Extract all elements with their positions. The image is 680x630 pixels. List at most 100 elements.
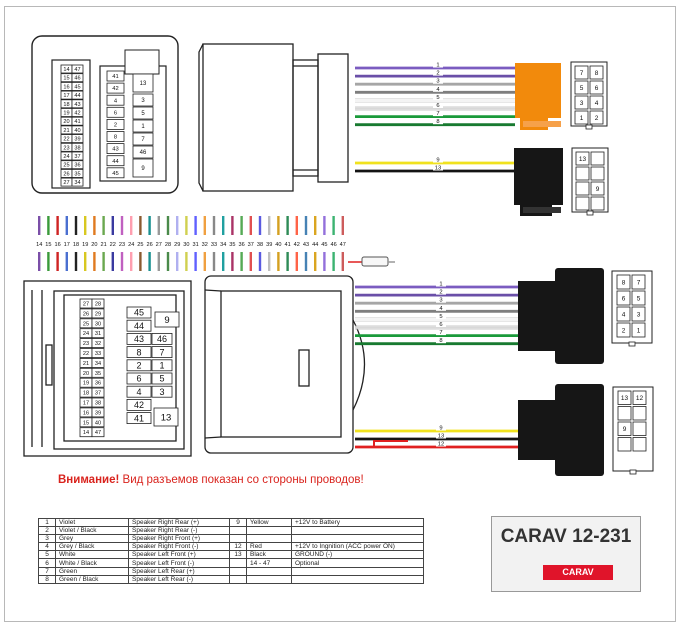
pin-number: 4 — [595, 100, 599, 107]
wire-label-bg — [433, 110, 443, 117]
wire-strip — [295, 216, 298, 235]
wire-label-bg — [436, 281, 446, 287]
red-wire-stub — [373, 440, 408, 447]
pin-number: 3 — [141, 98, 145, 104]
wire-label-bg — [433, 62, 443, 68]
pin-number: 24 — [63, 154, 69, 160]
wire-number: 4 — [436, 87, 440, 93]
pin-number: 7 — [580, 70, 584, 77]
pin-cell — [71, 125, 84, 135]
table-cell: Grey / Black — [55, 542, 129, 552]
wire-number: 22 — [110, 242, 116, 248]
table-cell — [246, 566, 292, 576]
wire-strip — [47, 252, 50, 271]
pin-cell — [575, 166, 590, 181]
wire-strip — [84, 252, 87, 271]
pin-cell — [154, 311, 180, 328]
table-cell: Speaker Right Rear (+) — [128, 517, 230, 528]
pin-number: 8 — [595, 70, 599, 77]
wire-strip — [194, 252, 197, 271]
pin-number: 42 — [74, 111, 80, 117]
wire-number: 3 — [436, 79, 439, 85]
table-cell: Speaker Right Front (-) — [128, 542, 230, 552]
black-power-connector-top — [514, 148, 563, 216]
pin-cell — [151, 372, 173, 385]
pin-number: 4 — [136, 387, 141, 397]
pin-cell — [106, 143, 125, 155]
pin-number: 40 — [95, 420, 101, 426]
wire-strip — [323, 252, 326, 271]
pin-number: 25 — [63, 163, 69, 169]
pin-number: 42 — [134, 400, 144, 410]
pin-cell — [126, 412, 152, 425]
table-cell: 3 — [38, 534, 56, 544]
pin-number: 41 — [74, 119, 80, 125]
pin-number: 19 — [83, 381, 89, 387]
pin-number: 27 — [63, 180, 69, 186]
pin-cell — [106, 119, 125, 130]
wire-strip — [157, 252, 160, 271]
wire-strip — [268, 252, 271, 271]
wire-strip — [203, 216, 206, 235]
pin-number: 21 — [83, 361, 89, 367]
wire-strip — [304, 252, 308, 271]
pin-number: 42 — [112, 86, 118, 92]
wire-strip — [148, 252, 151, 271]
wire-strip — [203, 252, 206, 271]
wire-number: 4 — [439, 306, 443, 312]
pin-number: 41 — [134, 413, 144, 423]
table-cell — [246, 574, 292, 584]
pin-cell — [574, 110, 589, 125]
pin-cell — [106, 106, 125, 118]
table-cell: Violet / Black — [55, 526, 129, 536]
wire-number: 36 — [238, 242, 244, 248]
table-cell — [229, 566, 247, 576]
wire-strip — [332, 252, 335, 271]
warning-text: Вид разъемов показан со стороны проводов… — [119, 474, 364, 486]
pin-number: 25 — [83, 321, 89, 327]
pin-number: 22 — [63, 137, 69, 143]
pin-number: 18 — [63, 102, 69, 108]
wire-strip — [120, 252, 124, 271]
pin-cell — [71, 116, 84, 126]
table-cell: White — [55, 550, 129, 560]
wire-label-bg — [436, 313, 446, 319]
pin-cell — [589, 65, 604, 80]
wire-label-bg — [436, 297, 446, 303]
wire-number: 35 — [229, 242, 235, 248]
wire-strip — [249, 216, 252, 235]
table-cell: 9 — [229, 517, 247, 528]
wire-strip — [74, 252, 78, 271]
pin-number: 45 — [134, 308, 144, 318]
table-cell — [229, 534, 247, 544]
table-cell: 2 — [38, 526, 56, 536]
pin-number: 6 — [595, 85, 599, 92]
pin-number: 9 — [164, 315, 169, 326]
pin-number: 23 — [83, 341, 89, 347]
pin-cell — [126, 332, 152, 345]
table-cell: Speaker Left Rear (-) — [128, 574, 230, 584]
table-cell: Yellow — [246, 517, 292, 528]
pin-number: 36 — [74, 163, 80, 169]
pin-number: 8 — [622, 279, 626, 286]
table-cell: +12V to Ingnition (ACC power ON) — [291, 542, 424, 552]
pin-number: 13 — [161, 412, 172, 423]
pin-cell — [71, 160, 84, 170]
pin-cell — [91, 348, 105, 358]
wire-strip — [47, 216, 50, 235]
wire-number: 12 — [438, 442, 444, 448]
pin-cell — [132, 145, 154, 159]
pin-number: 9 — [141, 166, 145, 172]
bottom-plug-housing — [204, 275, 366, 454]
pin-cell — [71, 99, 84, 109]
pinout-key — [586, 210, 594, 216]
wire-strip — [38, 252, 41, 271]
pin-cell — [71, 134, 84, 144]
pin-cell — [617, 390, 632, 405]
wire-strip — [185, 252, 188, 271]
wire-number: 2 — [436, 71, 439, 77]
pin-cell — [91, 387, 105, 398]
